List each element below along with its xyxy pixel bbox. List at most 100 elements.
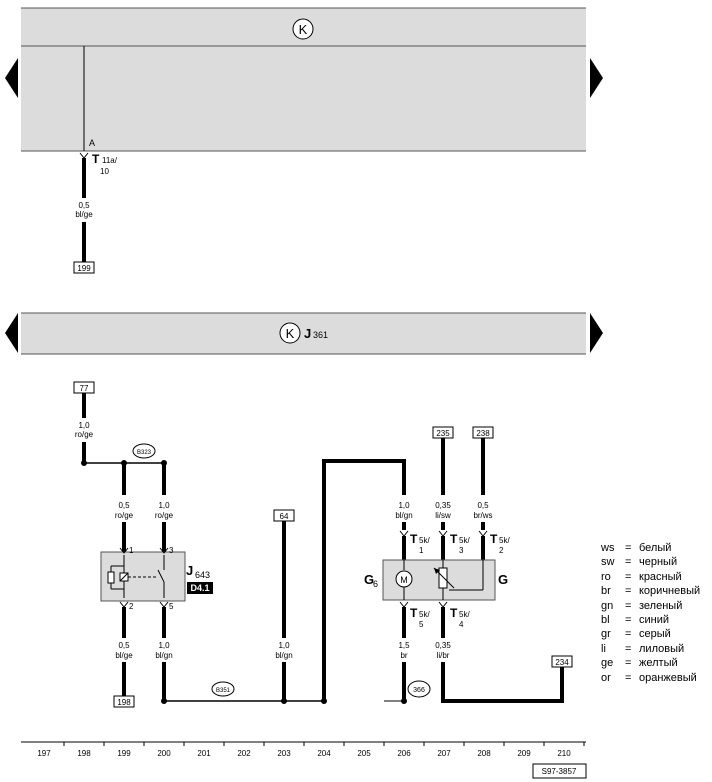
w206a-gauge: 1,0 (398, 501, 410, 510)
legend-equals: = (625, 556, 632, 569)
w203-gauge: 1,0 (278, 641, 290, 650)
legend-text: синий (639, 614, 670, 627)
motor-label: M (400, 575, 408, 585)
panel2-component: J (304, 326, 311, 341)
w207b-gauge: 0,35 (435, 641, 451, 650)
ruler-label: 199 (117, 749, 131, 758)
w206b-color: br (400, 651, 407, 660)
legend-code: gn (601, 599, 614, 612)
legend-equals: = (625, 642, 632, 655)
legend-code: or (601, 671, 611, 684)
legend-text: белый (639, 542, 672, 554)
legend-text: черный (639, 556, 678, 569)
legend-equals: = (625, 585, 632, 598)
legend-code: gr (601, 628, 611, 641)
legend-row: ro=красный (601, 570, 711, 584)
t2-name: T (490, 532, 498, 546)
legend-row: br = коричневый (601, 584, 711, 598)
legend-equals: = (625, 614, 632, 627)
nav-left-arrow-bottom[interactable] (5, 313, 18, 353)
top-connector-pin: A (89, 138, 95, 148)
legend-equals: = (625, 542, 632, 554)
ruler-label: 205 (357, 749, 371, 758)
ruler-label: 206 (397, 749, 411, 758)
t5-sub: 5k/ (419, 610, 430, 619)
ref-box-234 (551, 655, 573, 668)
ruler-label: 203 (277, 749, 291, 758)
w200a-color: ro/ge (155, 511, 174, 520)
legend-code: sw (601, 556, 615, 569)
top-connector-name: T (92, 152, 100, 166)
ruler-label: 210 (557, 749, 571, 758)
g6-name: G (364, 572, 374, 587)
top-wire-color: bl/ge (75, 210, 93, 219)
w77-color: ro/ge (75, 430, 94, 439)
doc-id-box (532, 763, 587, 779)
w207a-gauge: 0,35 (435, 501, 451, 510)
t4-pin: 4 (459, 620, 464, 629)
k-symbol-text: K (299, 22, 308, 37)
ref-238: 238 (476, 429, 490, 438)
g6-sub: 6 (373, 579, 378, 589)
t4-name: T (450, 606, 458, 620)
t1-name: T (410, 532, 418, 546)
k-symbol-text-2: K (286, 326, 295, 341)
legend-code: ge (601, 657, 614, 670)
ref-box-198 (113, 695, 135, 708)
node-b323 (132, 443, 156, 459)
t1-sub: 5k/ (419, 536, 430, 545)
ruler-label: 204 (317, 749, 331, 758)
w208a-gauge: 0,5 (477, 501, 489, 510)
ruler-label: 201 (197, 749, 211, 758)
legend-code: bl (601, 614, 610, 627)
ref-198: 198 (117, 698, 131, 707)
nav-right-arrow-bottom[interactable] (590, 313, 603, 353)
node-b351 (211, 681, 235, 697)
legend-equals: = (625, 657, 632, 670)
ref-77: 77 (80, 384, 89, 393)
legend-code: br (601, 585, 611, 598)
ref-235: 235 (436, 429, 450, 438)
t3-pin: 3 (459, 546, 464, 555)
k-symbol-icon (292, 18, 314, 40)
nav-right-arrow-top[interactable] (590, 58, 603, 98)
k-symbol-icon-2 (279, 322, 301, 344)
panel2-component-sub: 361 (313, 330, 328, 340)
relay-badge-box (187, 582, 213, 594)
ruler-label: 209 (517, 749, 531, 758)
legend-row: ws = белый (601, 541, 711, 555)
relay-pin3: 3 (169, 546, 174, 555)
w199b-color: bl/ge (115, 651, 133, 660)
legend-code: ro (601, 570, 611, 583)
doc-id: S97-3857 (542, 767, 577, 776)
legend-row: or=оранжевый (601, 671, 711, 685)
legend-equals: = (625, 628, 632, 641)
node-366 (407, 680, 431, 698)
legend-text: желтый (639, 657, 678, 670)
ruler-label: 197 (37, 749, 51, 758)
relay-pin5: 5 (169, 602, 174, 611)
w203-color: bl/gn (275, 651, 292, 660)
legend-text: коричневый (639, 585, 701, 598)
g-name: G (498, 572, 508, 587)
t5-pin: 5 (419, 620, 424, 629)
legend-text: красный (639, 570, 682, 583)
w208a-color: br/ws (473, 511, 492, 520)
w199a-color: ro/ge (115, 511, 134, 520)
legend-code: ws (601, 542, 615, 554)
nav-left-arrow-top[interactable] (5, 58, 18, 98)
legend-equals: = (625, 599, 632, 612)
legend-row: sw = черный (601, 555, 711, 569)
t5-name: T (410, 606, 418, 620)
node-366-label: 366 (413, 687, 425, 694)
relay-name: J (186, 563, 193, 578)
ref-box-199 (73, 261, 95, 274)
ref-64: 64 (280, 512, 289, 521)
top-connector-sub: 11a/ (102, 156, 118, 165)
w206b-gauge: 1,5 (398, 641, 410, 650)
legend-text: зеленый (639, 599, 683, 612)
w207a-color: li/sw (435, 511, 451, 520)
legend-equals: = (625, 671, 632, 684)
